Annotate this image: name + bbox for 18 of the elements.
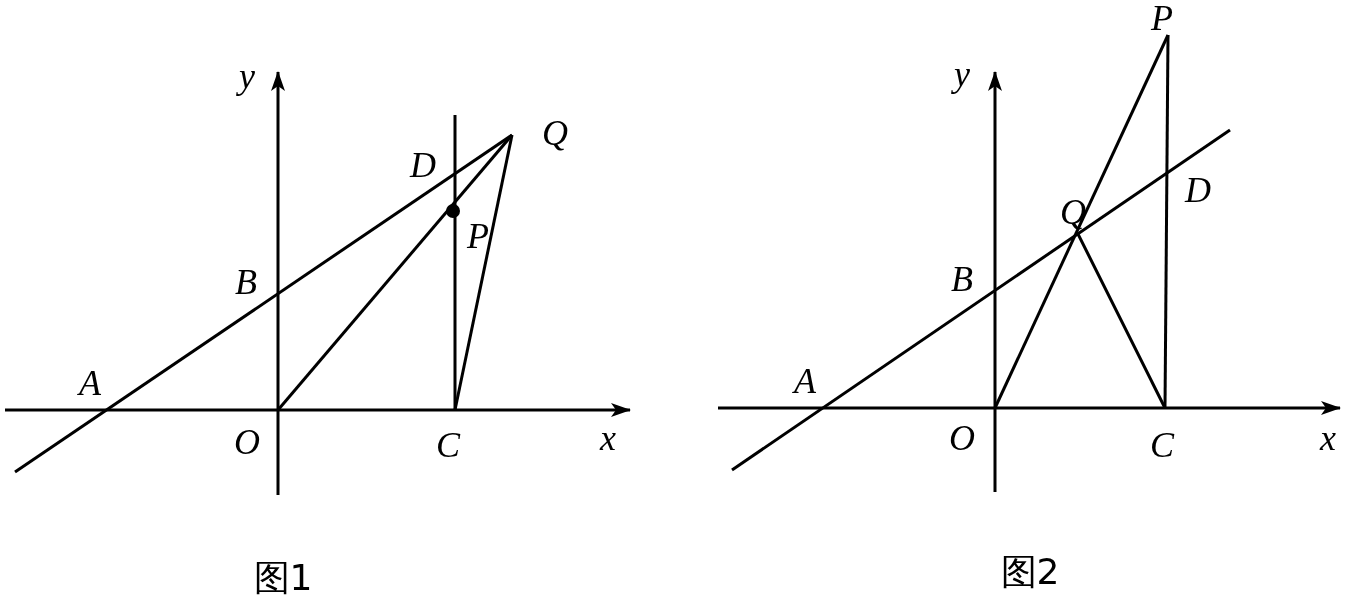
point-label: C xyxy=(436,427,460,463)
point-label: A xyxy=(794,363,816,399)
point-label: B xyxy=(235,264,257,300)
point-label: P xyxy=(1151,0,1173,36)
axis-label: x xyxy=(600,420,616,456)
point-label: P xyxy=(467,218,489,254)
point-label: C xyxy=(1150,427,1174,463)
point-label: B xyxy=(951,261,973,297)
axis-label: x xyxy=(1320,420,1336,456)
point-label: D xyxy=(1185,172,1211,208)
point-label: O xyxy=(949,420,975,456)
point-label: D xyxy=(410,147,436,183)
point-label: O xyxy=(234,424,260,460)
figure-caption: 图2 xyxy=(1000,554,1060,590)
figure-caption: 图1 xyxy=(253,560,313,596)
point-label: Q xyxy=(542,115,568,151)
point-label: Q xyxy=(1060,194,1086,230)
point-label: A xyxy=(79,365,101,401)
